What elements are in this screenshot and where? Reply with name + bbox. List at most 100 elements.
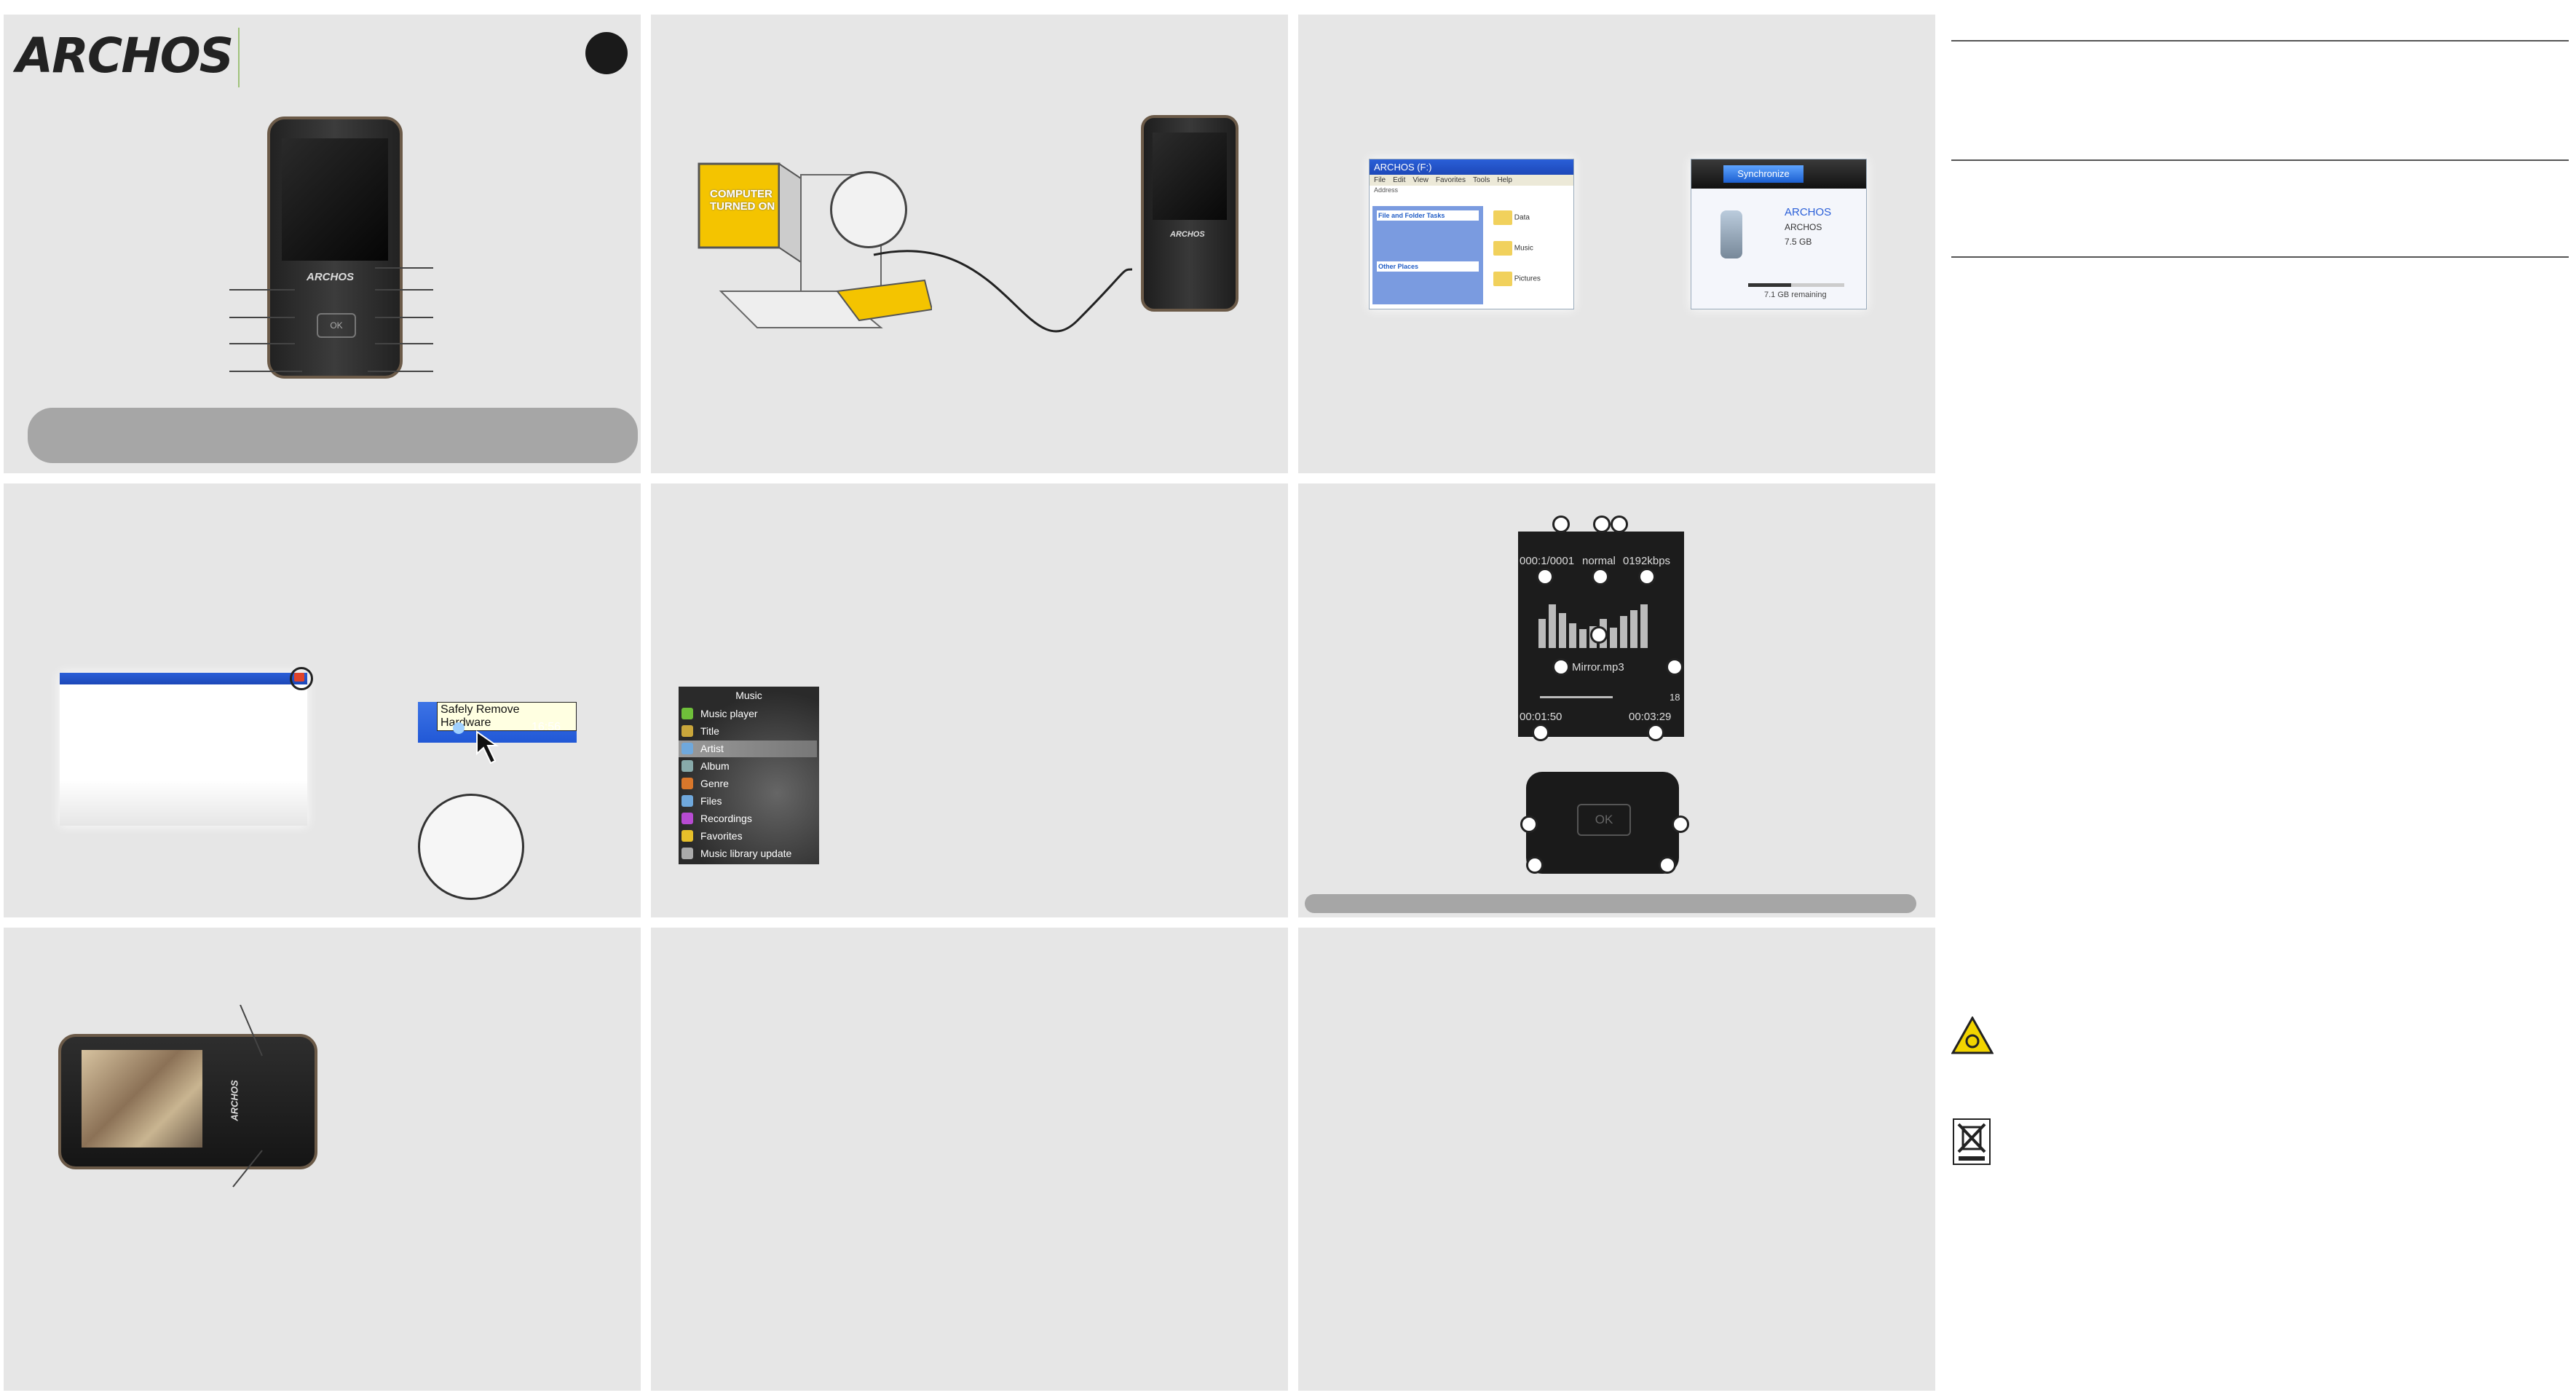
music-menu-item-icon [681,743,693,754]
storage-bar [1748,283,1844,287]
music-menu-item[interactable]: Title [679,723,817,740]
eq-mode: normal [1582,555,1616,567]
folder-pictures[interactable]: Pictures [1493,272,1541,286]
explorer-titlebar: ARCHOS (F:) [1370,159,1573,175]
player-info-bar [1305,894,1916,913]
music-menu-item-icon [681,778,693,789]
callout-marker [1659,856,1676,874]
music-menu-item[interactable]: Artist [679,741,817,757]
callout-marker [1638,568,1656,585]
callout-marker [1536,568,1554,585]
music-menu-item[interactable]: Album [679,758,817,775]
callout-marker [1552,516,1570,533]
tasks-header: File and Folder Tasks [1377,210,1479,221]
music-menu-item[interactable]: Recordings [679,810,817,827]
music-menu-item[interactable]: Music library update [679,845,817,862]
explorer-window: ARCHOS (F:) File Edit View Favorites Too… [1369,159,1574,309]
panel-blank-2 [1298,928,1935,1391]
music-menu-item[interactable]: Favorites [679,828,817,845]
callout-marker [1532,724,1549,741]
menu-tools[interactable]: Tools [1472,176,1490,184]
callout-marker [1552,658,1570,676]
menu-favorites[interactable]: Favorites [1435,176,1466,184]
rule-middle [1951,159,2569,161]
music-menu-item-label: Genre [700,778,729,789]
close-icon[interactable] [294,673,304,682]
ok-label: OK [330,320,343,331]
folder-data[interactable]: Data [1493,210,1530,225]
synchronize-button[interactable]: Synchronize [1723,165,1803,183]
tray-usb-icon[interactable] [453,722,465,734]
callout-marker [1520,816,1538,833]
explorer-window-small [60,667,313,826]
menu-help[interactable]: Help [1497,176,1512,184]
folder-music[interactable]: Music [1493,241,1533,256]
player-controls-image: OK [1526,772,1679,874]
music-menu-item-icon [681,795,693,807]
device-logo: ARCHOS [307,271,355,283]
rule-lower [1951,256,2569,258]
explorer-small-titlebar [60,673,307,684]
music-menu-item-icon [681,760,693,772]
music-menu-item-icon [681,725,693,737]
video-callout-lines [232,1005,263,1188]
warning-hearing-icon [1951,1016,1994,1054]
track-filename: Mirror.mp3 [1572,661,1624,674]
callout-marker [1592,568,1609,585]
device-front-image: ARCHOS OK [267,116,403,379]
device-landscape-image: ARCHOS [58,1034,317,1169]
music-menu-item-label: Recordings [700,813,752,824]
folder-label: Music [1514,244,1533,253]
progress-bar[interactable] [1540,696,1613,698]
weee-bin-icon [1953,1118,1991,1165]
mouse-cursor-icon [476,730,499,765]
menu-file[interactable]: File [1374,176,1386,184]
menu-view[interactable]: View [1413,176,1429,184]
music-menu-item-label: Music player [700,708,758,719]
music-menu-item-icon [681,830,693,842]
device-screen [282,138,388,261]
tray-time: 16:56 [532,721,561,733]
callout-marker [1526,856,1544,874]
computer-screen-text: COMPUTER TURNED ON [710,188,775,213]
music-menu-item-label: Artist [700,743,724,754]
music-menu-item-icon [681,848,693,859]
music-menu-item-label: Music library update [700,848,792,859]
folder-label: Data [1514,213,1530,222]
rule-top [1951,40,2569,42]
device-side-screen [1153,133,1227,220]
music-menu-item-icon [681,813,693,824]
music-menu-item[interactable]: Music player [679,706,817,722]
close-button-highlight[interactable] [290,667,313,690]
controls-ok-button: OK [1577,804,1631,836]
controls-ok-label: OK [1595,813,1613,826]
music-menu-title: Music [735,690,762,701]
button-callout-lines [229,267,433,372]
folder-label: Pictures [1514,275,1541,283]
device-ok-button: OK [317,313,356,338]
callout-marker [1672,816,1689,833]
video-screen [82,1050,202,1148]
explorer-address: Address [1374,186,1399,194]
music-menu-item[interactable]: Files [679,793,817,810]
sync-device-name: ARCHOS [1785,206,1832,218]
folder-icon [1493,241,1512,256]
music-menu-item-label: Files [700,795,722,807]
usb-port-zoom [830,171,907,248]
music-menu-item[interactable]: Genre [679,775,817,792]
music-menu-item-label: Title [700,725,719,737]
taskbar-tray: Safely Remove Hardware 16:56 [418,686,577,743]
storage-remaining: 7.1 GB remaining [1764,291,1827,299]
music-menu-item-label: Album [700,760,730,772]
bitrate: 0192kbps [1623,555,1671,567]
usb-plug-zoom [418,794,524,900]
music-menu-item-label: Favorites [700,830,743,842]
callout-marker [1590,626,1608,644]
explorer-menubar: File Edit View Favorites Tools Help [1370,175,1573,186]
sync-device-model: ARCHOS [1785,222,1822,232]
folder-icon [1493,210,1512,225]
menu-edit[interactable]: Edit [1393,176,1406,184]
music-menu-item-icon [681,708,693,719]
